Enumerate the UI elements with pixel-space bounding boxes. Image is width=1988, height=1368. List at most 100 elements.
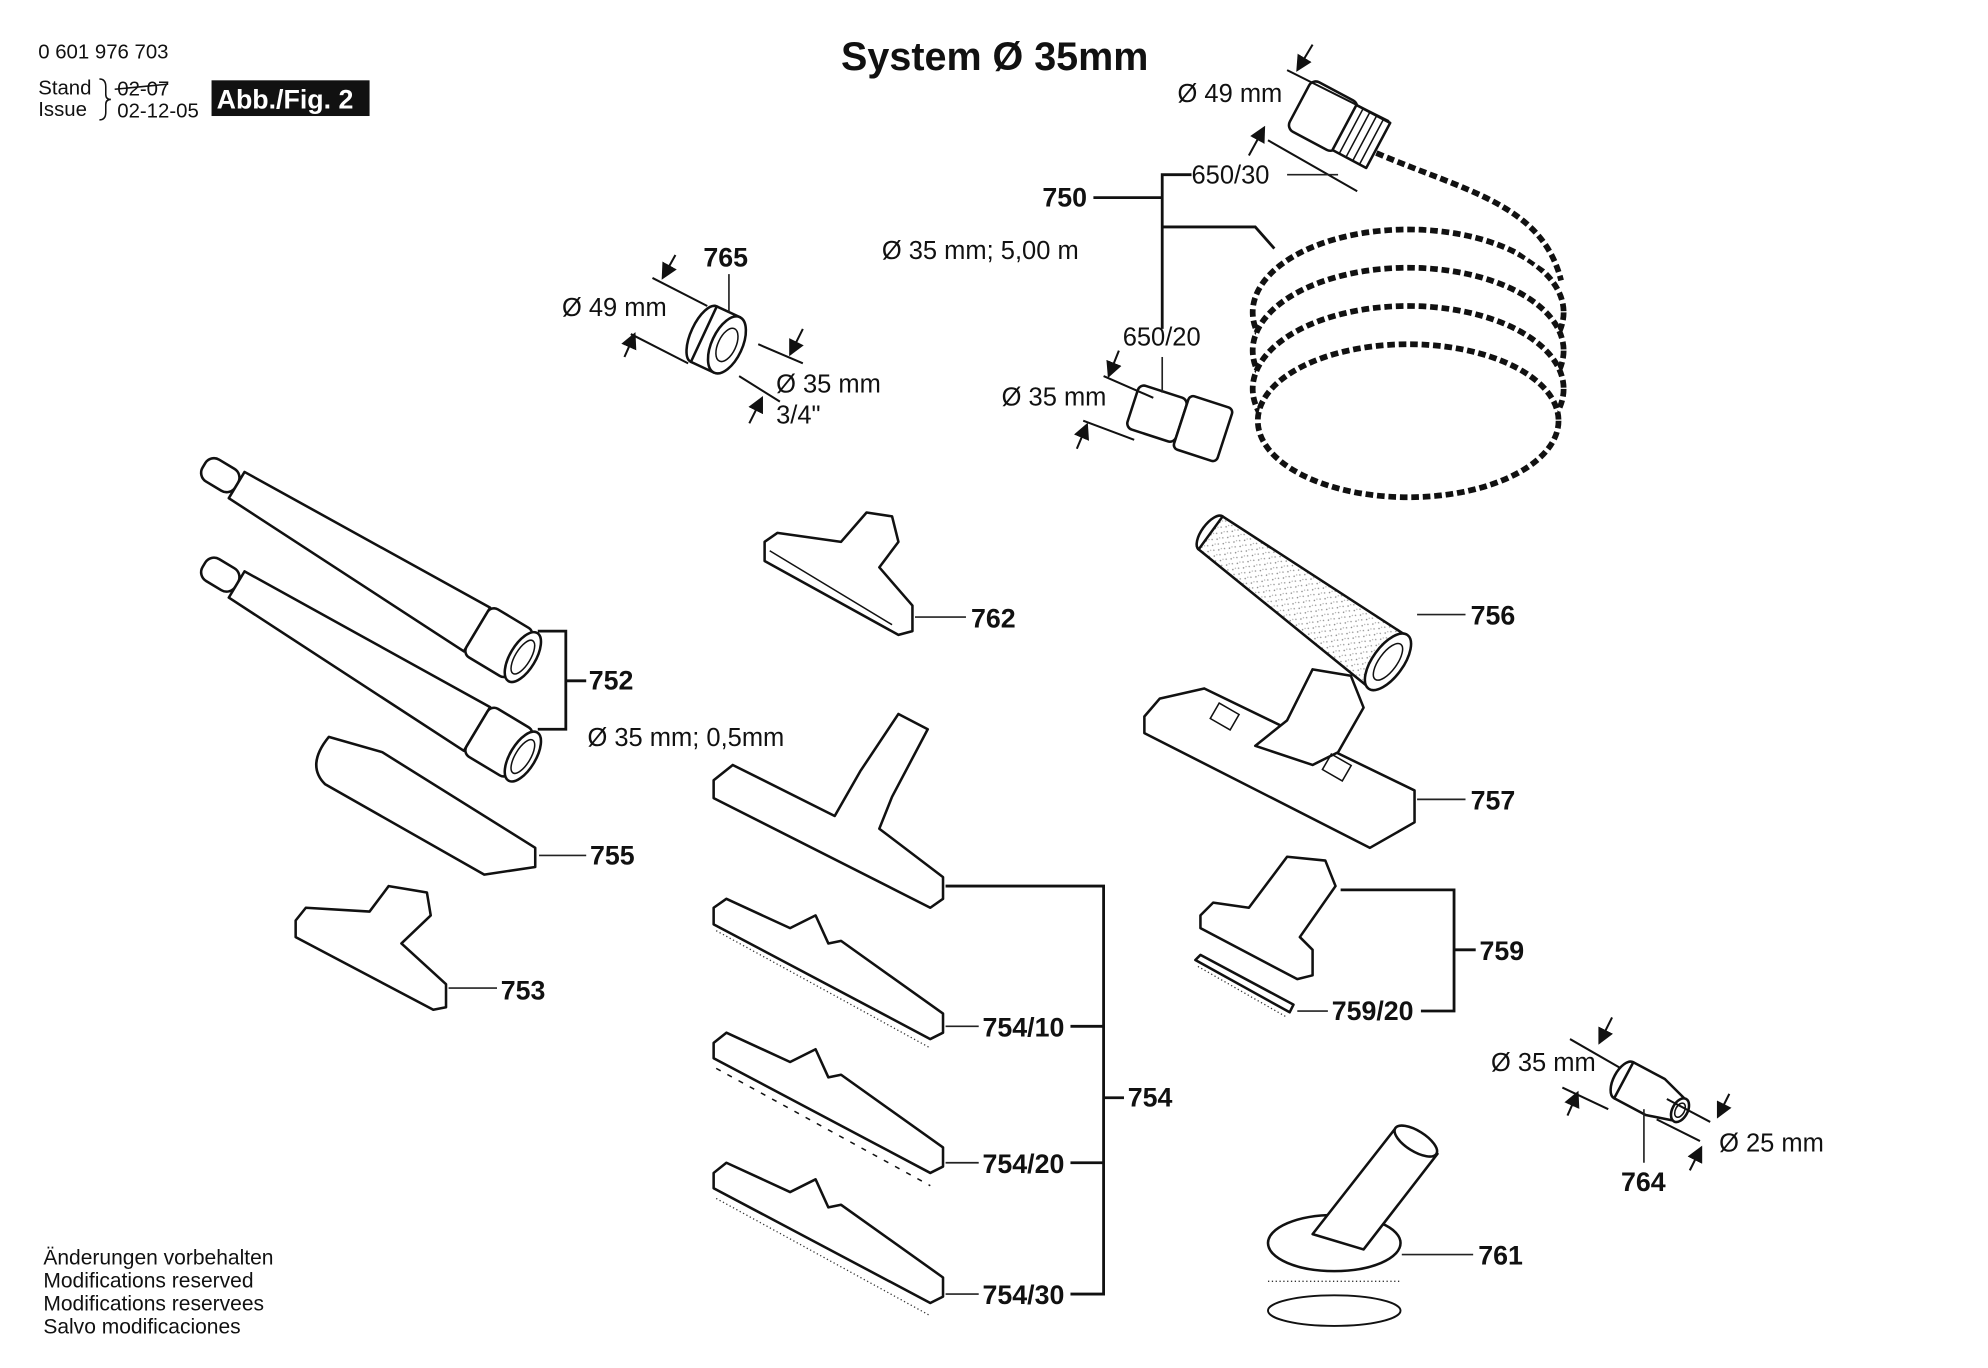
header-block: 0 601 976 703 Stand Issue 02-07 02-12-05… [38, 42, 370, 122]
footer-line: Modifications reservees [43, 1293, 264, 1316]
part-number-755: 755 [590, 840, 635, 870]
part-765-adapter[interactable]: 765 Ø 49 mm Ø 35 mm 3/4" [562, 242, 881, 429]
part-762-nozzle[interactable]: 762 [763, 511, 1016, 637]
squeegee-insert-icon [712, 897, 945, 1049]
round-nozzle-icon [1195, 514, 1413, 692]
part-759-upholstery-nozzle[interactable]: 759 759/20 [1194, 855, 1525, 1026]
reducer-icon [1609, 1060, 1691, 1124]
dim-line [1082, 419, 1135, 441]
old-date: 02-07 [117, 79, 169, 101]
part-number-750: 750 [1042, 183, 1087, 213]
upholstery-nozzle-icon [294, 884, 448, 1012]
dim-line [652, 277, 708, 307]
reducer-dim-25: Ø 25 mm [1719, 1129, 1824, 1157]
part-number-753: 753 [501, 976, 546, 1006]
issue-label: Issue [38, 99, 87, 121]
dim-line [1561, 1086, 1609, 1111]
part-number-764: 764 [1621, 1167, 1666, 1197]
part-number-759-20: 759/20 [1332, 996, 1414, 1026]
part-757-floor-nozzle[interactable]: 757 [1143, 668, 1516, 850]
rubber-lip-insert-icon [712, 1031, 945, 1187]
footer-line: Salvo modificaciones [43, 1316, 240, 1339]
crevice-nozzle-icon [315, 735, 537, 876]
round-brush-icon [1266, 1124, 1439, 1327]
upholstery-nozzle-icon [1199, 855, 1337, 981]
stand-label: Stand [38, 77, 91, 99]
part-number-650-30: 650/30 [1192, 162, 1270, 190]
part-756-round-nozzle[interactable]: 756 [1184, 501, 1515, 698]
floor-nozzle-icon [712, 712, 945, 910]
part-754-floor-nozzle[interactable]: 754/10 754/20 754/30 754 [712, 712, 1173, 1317]
part-number-752: 752 [589, 666, 634, 696]
thread-adapter-icon [685, 304, 748, 375]
part-number-765: 765 [703, 242, 748, 272]
leader-bracket [537, 629, 587, 731]
footer-line: Änderungen vorbehalten [43, 1247, 273, 1270]
dim-line [1103, 375, 1154, 399]
part-750-hose[interactable]: Ø 49 mm Ø 35 mm 750 650/30 650/20 Ø 35 m… [882, 44, 1567, 501]
dim-line [1666, 1098, 1711, 1123]
brace-icon [99, 78, 111, 121]
leader-bracket [1340, 888, 1476, 1013]
diagram-title: System Ø 35mm [841, 35, 1148, 79]
dim-line [630, 333, 689, 365]
tube-spec: Ø 35 mm; 0,5mm [587, 724, 784, 752]
extension-tube-icon [199, 556, 543, 783]
leader-bracket [1093, 173, 1276, 329]
dim-line [1656, 1118, 1701, 1142]
dim-arrow-icon [1073, 422, 1090, 450]
part-number-757: 757 [1471, 786, 1516, 816]
part-752-extension-tubes[interactable]: 752 Ø 35 mm; 0,5mm [189, 441, 784, 787]
dim-line [1267, 139, 1358, 193]
footer-notes: Änderungen vorbehalten Modifications res… [43, 1247, 273, 1339]
part-number-759: 759 [1480, 936, 1525, 966]
dim-line [757, 343, 804, 365]
part-number: 0 601 976 703 [38, 42, 168, 64]
figure-label: Abb./Fig. 2 [217, 84, 354, 114]
part-number-754-10: 754/10 [983, 1013, 1065, 1043]
combi-floor-nozzle-icon [1143, 687, 1416, 850]
part-755-crevice-nozzle[interactable]: 755 [315, 735, 635, 876]
part-number-650-20: 650/20 [1123, 324, 1201, 352]
part-number-754-30: 754/30 [983, 1280, 1065, 1310]
hose-connector-top-icon [1287, 80, 1392, 170]
part-number-754: 754 [1128, 1083, 1173, 1113]
dim-arrow-icon [1716, 1093, 1732, 1119]
brush-strip-icon [1194, 953, 1295, 1018]
slot-nozzle-icon [763, 511, 914, 637]
part-753-upholstery-nozzle[interactable]: 753 [294, 884, 546, 1012]
part-number-756: 756 [1471, 601, 1516, 631]
adapter-thread: 3/4" [776, 401, 820, 429]
extension-tube-icon [199, 456, 543, 684]
dim-arrow-icon [748, 395, 763, 424]
dim-arrow-icon [621, 332, 637, 358]
brush-insert-icon [712, 1161, 945, 1317]
dim-arrow-icon [1296, 44, 1314, 72]
hose-dim-35: Ø 35 mm [1002, 383, 1107, 411]
hose-spec: Ø 35 mm; 5,00 m [882, 237, 1079, 265]
footer-line: Modifications reserved [43, 1270, 253, 1293]
adapter-dim-49: Ø 49 mm [562, 294, 667, 322]
part-761-round-brush[interactable]: 761 [1266, 1120, 1523, 1327]
hose-dim-49: Ø 49 mm [1178, 80, 1283, 108]
part-number-754-20: 754/20 [983, 1149, 1065, 1179]
part-number-761: 761 [1478, 1241, 1523, 1271]
figure-badge [211, 80, 370, 117]
leader-bracket [945, 884, 1124, 1296]
dim-arrow-icon [1564, 1090, 1580, 1116]
dim-arrow-icon [1106, 350, 1122, 378]
reducer-dim-35: Ø 35 mm [1491, 1049, 1596, 1077]
dim-arrow-icon [1598, 1016, 1613, 1045]
hose-coil-icon [1249, 150, 1567, 501]
strikethrough-line [114, 83, 169, 91]
dim-arrow-icon [1247, 125, 1266, 157]
adapter-dim-35: Ø 35 mm [776, 371, 881, 399]
dim-line [1286, 69, 1390, 123]
issue-date: 02-12-05 [117, 100, 199, 122]
part-764-reducer[interactable]: 764 Ø 35 mm Ø 25 mm [1491, 1016, 1824, 1197]
dim-line [738, 375, 781, 403]
dim-arrow-icon [661, 254, 677, 280]
dim-line [1569, 1038, 1622, 1070]
hose-connector-bottom-icon [1126, 384, 1234, 463]
